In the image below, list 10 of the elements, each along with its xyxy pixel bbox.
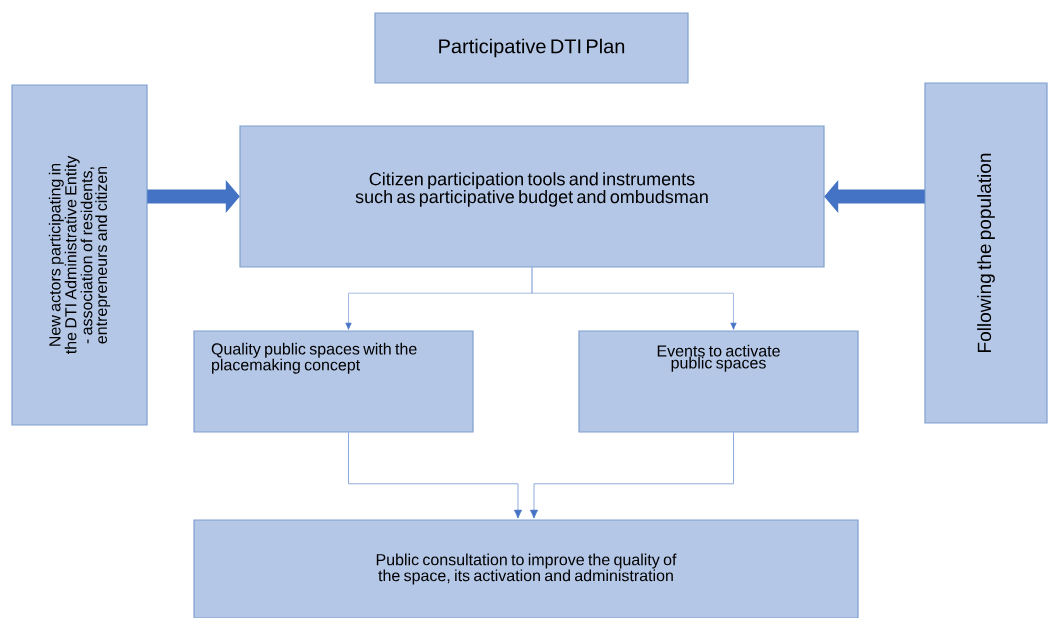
process-box: Participative DTI Plan [374,12,689,84]
connector-arrow [531,266,737,330]
connector-arrow [529,431,734,519]
connector-arrow [348,431,523,519]
process-box: Public consultation to improve the quality of the space, its activation and administration [193,519,859,618]
process-box: Events to activate public spaces [578,330,859,433]
process-box: New actors participating in the DTI Administrative Entity - association of residents, entrepreneurs and citizen [11,84,148,426]
process-box: Citizen participation tools and instruments such as participative budget and ombudsman [239,125,825,268]
process-box: Following the population [924,82,1048,424]
process-box: Quality public spaces with the placemaking concept [193,330,474,433]
